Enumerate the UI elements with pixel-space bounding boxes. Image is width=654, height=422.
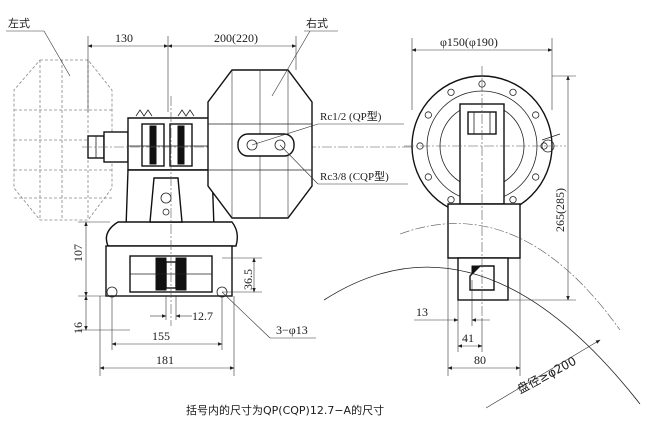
left-style-label: 左式 [8,17,30,30]
dim-80: 80 [447,258,521,376]
dim-13: 13 [414,280,490,326]
dim-36-5: 36.5 [222,257,262,293]
disc-diameter-label: 盘径≥φ200 [514,353,578,397]
brake-body [105,169,239,247]
flange-bolt-hole [509,88,517,96]
flange-bolt-hole [509,196,517,204]
caliper [105,245,233,298]
dim-200-label: 200(220) [214,31,258,45]
dim-16-label: 16 [71,322,85,334]
actuator-housing [127,117,213,171]
dim-200: 200(220) [167,31,297,70]
dim-13-label: 13 [416,305,428,319]
dim-phi150-label: φ150(φ190) [440,35,498,49]
dim-3phi13: 3−φ13 [221,291,316,339]
flange-bolt-hole [447,88,455,96]
dim-107: 107 [71,221,110,297]
right-style-label: 右式 [306,16,328,30]
dim-36-5-label: 36.5 [241,269,255,290]
flange-bolt-hole [532,111,540,119]
dim-phi150: φ150(φ190) [411,35,553,110]
dim-155-label: 155 [152,329,170,343]
left-style-label-group: 左式 [6,17,71,77]
dim-3phi13-label: 3−φ13 [276,323,308,337]
dim-80-label: 80 [474,353,486,367]
dim-12-7: 12.7 [150,296,213,323]
dim-181: 181 [99,296,235,376]
dim-12-7-label: 12.7 [192,309,213,323]
port-rc12-label: Rc1/2 (QP型) [320,109,382,123]
caption: 括号内的尺寸为QP(CQP)12.7−A的尺寸 [186,403,384,417]
flange-bolt-hole [424,173,432,181]
dim-181-label: 181 [156,353,174,367]
dim-107-label: 107 [71,244,85,262]
right-style-hood [207,69,313,219]
dim-265: 265(285) [508,75,576,301]
port-rc38-label: Rc3/8 (CQP型) [320,169,389,183]
port-callouts: Rc1/2 (QP型) Rc3/8 (CQP型) [251,109,408,185]
dim-130: 130 [87,31,169,112]
flange-bolt-hole [532,173,540,181]
flange-bolt-hole [424,111,432,119]
flange-bolt-hole [447,196,455,204]
dim-41: 41 [457,318,483,352]
spring-marks [135,109,195,117]
right-style-label-group: 右式 [271,16,338,97]
dim-16: 16 [71,295,130,334]
dim-130-label: 130 [115,31,133,45]
dim-41-label: 41 [462,331,474,345]
dim-155: 155 [111,296,223,350]
dim-265-label: 265(285) [553,188,567,232]
